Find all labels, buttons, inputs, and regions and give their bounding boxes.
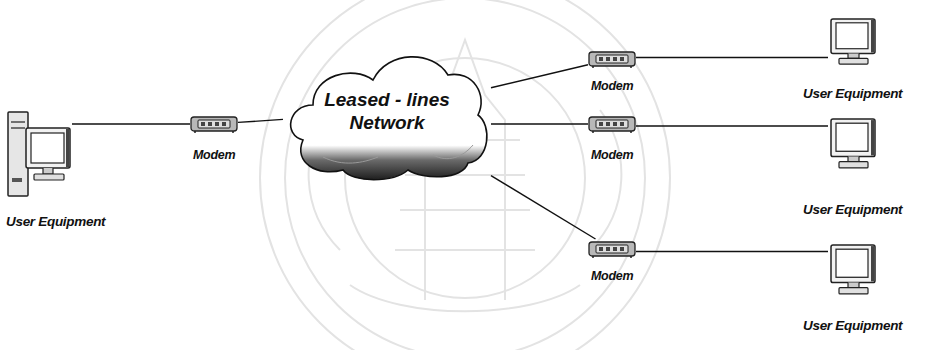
network-cloud: Leased - lines Network: [283, 45, 491, 180]
line-connector: [636, 125, 828, 126]
user-equipment: User Equipment: [828, 244, 878, 296]
modem: Modem: [588, 114, 636, 134]
modem: Modem: [190, 114, 238, 134]
modem: Modem: [588, 239, 636, 259]
line-connector: [491, 176, 596, 239]
modem-icon: [190, 114, 238, 134]
line-connector: [491, 65, 588, 88]
modem-icon: [588, 239, 636, 259]
modem: Modem: [588, 49, 636, 69]
label-holder: Leased - lines Network: [283, 89, 491, 135]
user-equipment: User Equipment: [6, 108, 72, 200]
monitor-icon: [828, 118, 878, 170]
computer-icon: [6, 108, 72, 200]
user-equipment: User Equipment: [828, 118, 878, 170]
user-equipment-label: User Equipment: [6, 214, 105, 230]
modem-icon: [588, 49, 636, 69]
line-connector: [636, 251, 828, 252]
modem-label: Modem: [591, 148, 633, 162]
user-equipment: User Equipment: [828, 18, 878, 66]
modem-label: Modem: [591, 79, 633, 93]
user-equipment-label: User Equipment: [803, 318, 902, 334]
monitor-icon: [828, 18, 878, 66]
line-connector: [491, 123, 588, 124]
line-connector: [238, 119, 283, 122]
line-connector: [72, 123, 190, 124]
modem-label: Modem: [193, 148, 235, 162]
line-connector: [636, 57, 828, 58]
monitor-icon: [828, 244, 878, 296]
user-equipment-label: User Equipment: [803, 202, 902, 218]
seal-rings: [260, 0, 670, 350]
network-label: Leased - lines Network: [312, 89, 462, 135]
modem-label: Modem: [591, 269, 633, 283]
modem-icon: [588, 114, 636, 134]
user-equipment-label: User Equipment: [803, 86, 902, 102]
